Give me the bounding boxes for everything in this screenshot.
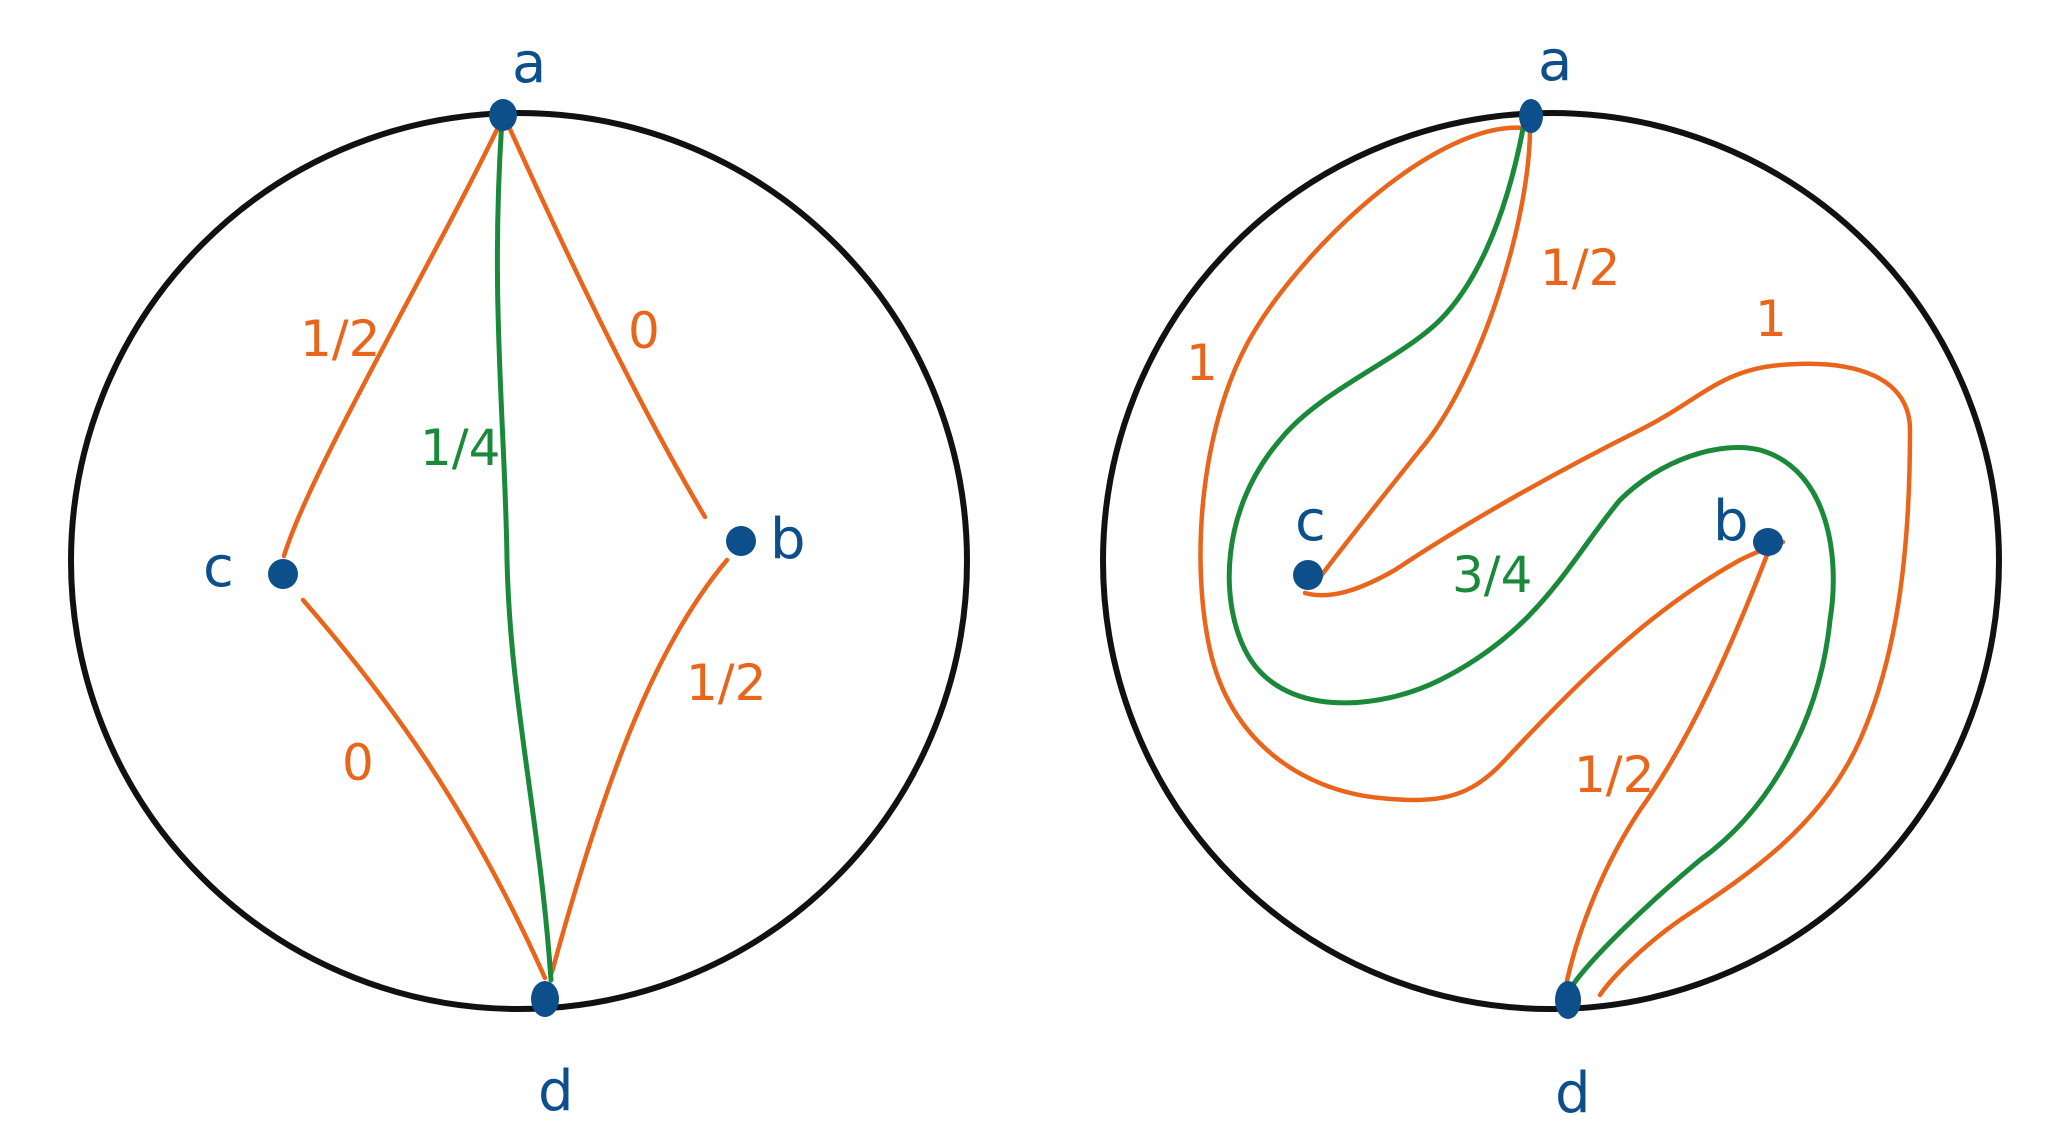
- right-disk-boundary: [1100, 110, 2002, 1012]
- left-vertex-d-label: d: [538, 1059, 574, 1124]
- right-label-middle: 3/4: [1452, 546, 1532, 604]
- right-curve-b-d: [1562, 552, 1770, 993]
- left-vertex-a-dot: [489, 99, 517, 131]
- right-vertex-b-dot: [1753, 528, 1783, 556]
- right-curve-outer-right: [1302, 361, 1913, 998]
- left-edge-b-d: [549, 557, 730, 975]
- left-edge-a-b: [502, 115, 708, 520]
- right-vertex-a-label: a: [1538, 29, 1572, 94]
- right-vertex-d-label: d: [1555, 1061, 1591, 1126]
- right-label-outer-left: 1: [1186, 334, 1218, 392]
- right-curve-outer-left: [1198, 125, 1786, 803]
- right-label-outer-right: 1: [1755, 290, 1787, 348]
- left-vertex-b-dot: [726, 526, 756, 556]
- left-vertex-d-dot: [531, 981, 559, 1017]
- right-curve-a-c: [1315, 125, 1533, 583]
- left-label-ab: 0: [628, 302, 660, 360]
- left-edge-a-c: [281, 114, 506, 559]
- left-diagram: a b c d 1/2 1/4 0 0 1/2: [68, 31, 970, 1124]
- left-edge-a-d: [494, 117, 554, 983]
- left-edge-c-d: [300, 597, 548, 981]
- left-vertex-c-label: c: [203, 535, 234, 600]
- left-disk-boundary: [68, 110, 970, 1012]
- right-vertex-c-dot: [1293, 560, 1323, 590]
- right-label-a-c: 1/2: [1540, 239, 1620, 297]
- right-vertex-d-dot: [1555, 981, 1581, 1019]
- right-label-b-d: 1/2: [1574, 746, 1654, 804]
- right-vertex-b-label: b: [1713, 489, 1749, 554]
- right-vertex-c-label: c: [1295, 489, 1326, 554]
- left-vertex-b-label: b: [770, 507, 806, 572]
- left-label-ad: 1/4: [420, 419, 500, 477]
- right-vertex-a-dot: [1519, 99, 1543, 133]
- right-curve-green: [1226, 115, 1836, 989]
- left-label-cd: 0: [342, 734, 374, 792]
- left-label-ac: 1/2: [300, 310, 380, 368]
- left-vertex-a-label: a: [512, 31, 546, 96]
- left-vertex-c-dot: [268, 559, 298, 589]
- right-diagram: a b c d 1 1/2 1 3/4 1/2: [1100, 29, 2002, 1126]
- left-label-bd: 1/2: [686, 654, 766, 712]
